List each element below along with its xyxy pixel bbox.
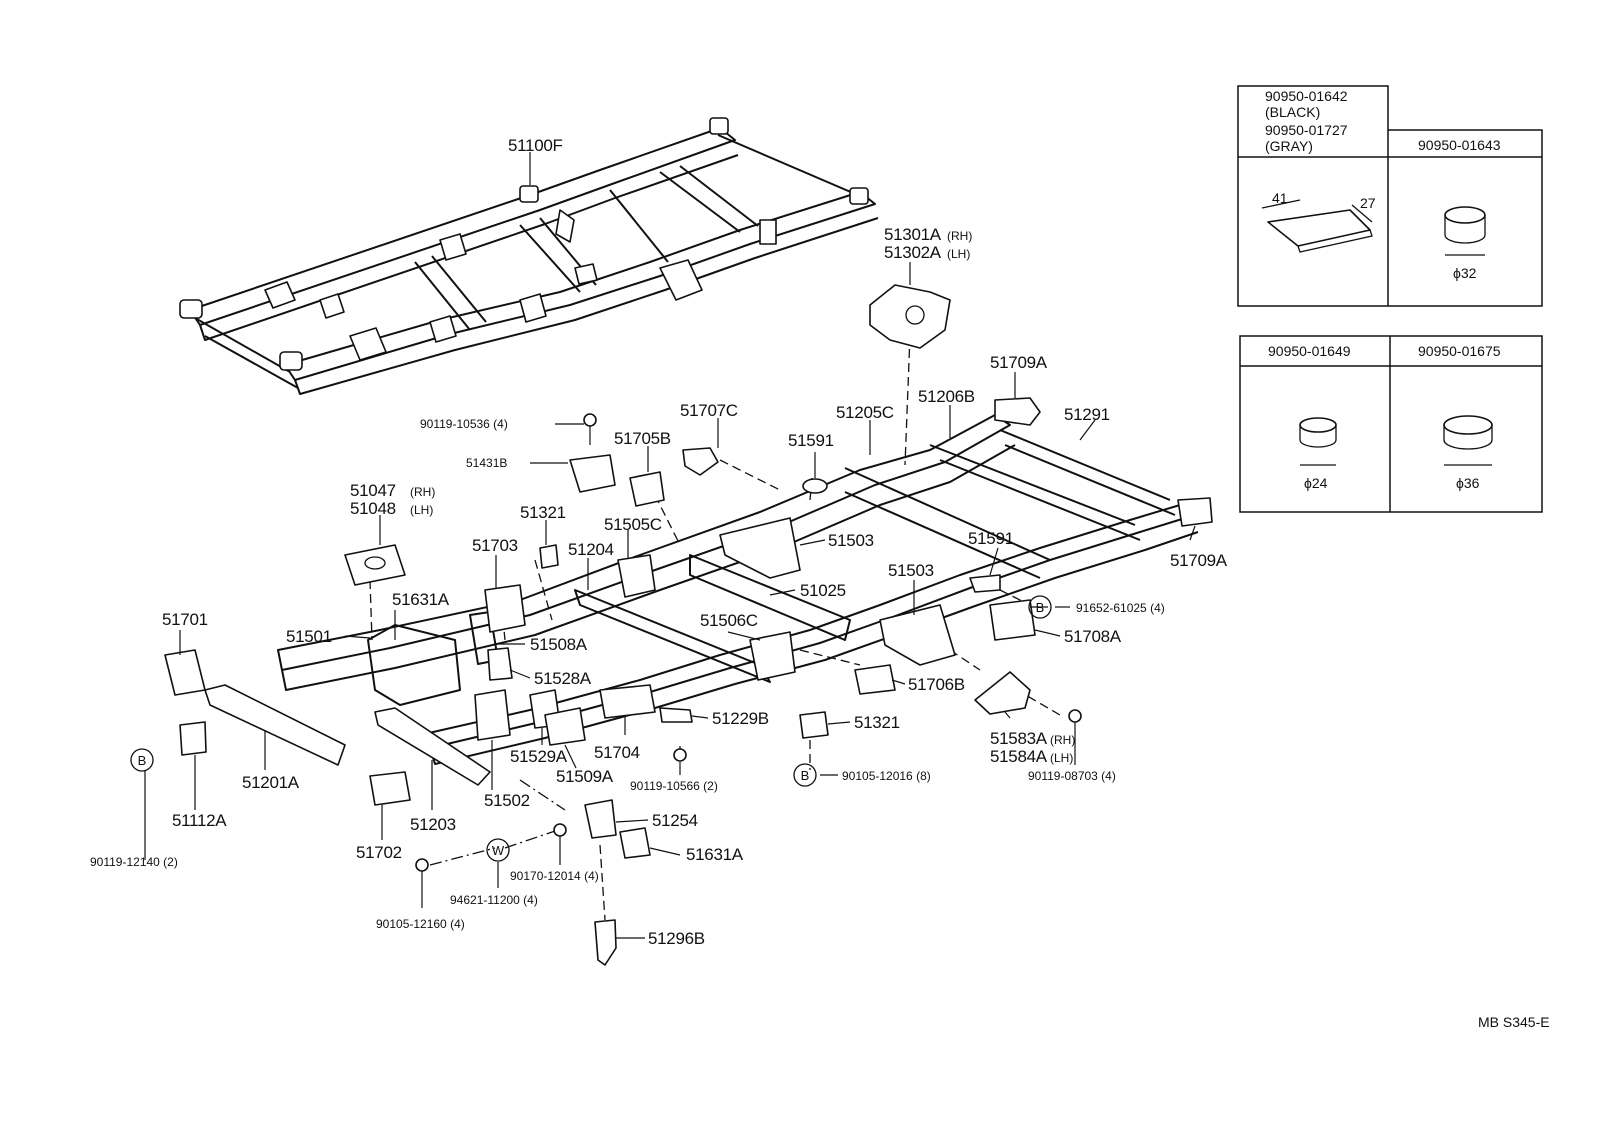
label-90105-12160: 90105-12160 (4) (376, 917, 465, 931)
plug-bottom-cell1: 90950-01649 (1268, 343, 1351, 359)
parts-shapes (164, 284, 1213, 966)
plug-dim-41: 41 (1272, 190, 1288, 206)
plug-bottom-cell2: 90950-01675 (1418, 343, 1501, 359)
marker-b-left-text: B (138, 753, 147, 768)
label-51112A: 51112A (172, 811, 227, 830)
label-51509A: 51509A (556, 767, 614, 786)
footer-code: MB S345-E (1478, 1014, 1550, 1030)
label-51707C: 51707C (680, 401, 738, 420)
plug-top-cell1-line3: 90950-01727 (1265, 122, 1348, 138)
label-51291: 51291 (1064, 405, 1110, 424)
label-51705B: 51705B (614, 429, 671, 448)
marker-w-text: W (492, 843, 505, 858)
markers: B B B W (130, 595, 1052, 862)
label-90119-10566: 90119-10566 (2) (630, 779, 718, 793)
plug-dim-27: 27 (1360, 195, 1376, 211)
label-51302A-note: (LH) (947, 247, 970, 261)
label-51591-right: 51591 (968, 529, 1014, 548)
label-51502: 51502 (484, 791, 530, 810)
plug-dim-36: ϕ36 (1456, 475, 1480, 491)
marker-w (486, 838, 510, 862)
label-51206B: 51206B (918, 387, 975, 406)
label-51706B: 51706B (908, 675, 965, 694)
label-51503-a: 51503 (828, 531, 874, 550)
label-51501: 51501 (286, 627, 332, 646)
label-51702: 51702 (356, 843, 402, 862)
label-51505C: 51505C (604, 515, 662, 534)
plug-top-cell1-line4: (GRAY) (1265, 138, 1313, 154)
part-labels: 51100F 51301A (RH) 51302A (LH) 51709A 90… (90, 136, 1228, 948)
label-51254: 51254 (652, 811, 698, 830)
plug-dim-24: ϕ24 (1304, 475, 1328, 491)
label-51048: 51048 (350, 499, 396, 518)
label-90119-08703: 90119-08703 (4) (1028, 769, 1116, 783)
label-51100F: 51100F (508, 136, 563, 155)
label-51583A: 51583A (990, 729, 1048, 748)
label-51584A: 51584A (990, 747, 1048, 766)
label-51203: 51203 (410, 815, 456, 834)
label-51229B: 51229B (712, 709, 769, 728)
label-90119-12140: 90119-12140 (2) (90, 855, 178, 869)
label-51503-b: 51503 (888, 561, 934, 580)
label-51047: 51047 (350, 481, 396, 500)
label-51431B: 51431B (466, 456, 507, 470)
label-51631A-top: 51631A (392, 590, 450, 609)
label-51301A: 51301A (884, 225, 942, 244)
label-51506C: 51506C (700, 611, 758, 630)
label-51709A-top: 51709A (990, 353, 1048, 372)
label-51321-top: 51321 (520, 503, 566, 522)
plug-top-cell2: 90950-01643 (1418, 137, 1501, 153)
label-90170-12014: 90170-12014 (4) (510, 869, 599, 883)
plug-table-bottom: 90950-01649 90950-01675 ϕ24 ϕ36 (1239, 335, 1543, 513)
marker-b-left (130, 748, 154, 772)
label-51528A: 51528A (534, 669, 592, 688)
label-91652-61025: 91652-61025 (4) (1076, 601, 1165, 615)
label-51709A-right: 51709A (1170, 551, 1228, 570)
label-51048-note: (LH) (410, 503, 433, 517)
label-94621-11200: 94621-11200 (4) (450, 893, 538, 907)
plug-dim-32: ϕ32 (1453, 265, 1477, 281)
frame-assembly-overview (179, 117, 879, 395)
label-51529A: 51529A (510, 747, 568, 766)
label-51631A-bot: 51631A (686, 845, 744, 864)
label-51296B: 51296B (648, 929, 705, 948)
marker-b-mid (793, 763, 817, 787)
label-51591-top: 51591 (788, 431, 834, 450)
marker-b-right-text: B (1036, 600, 1045, 615)
label-51703: 51703 (472, 536, 518, 555)
label-51584A-note: (LH) (1050, 751, 1073, 765)
label-51025: 51025 (800, 581, 846, 600)
label-51701: 51701 (162, 610, 208, 629)
label-51708A: 51708A (1064, 627, 1122, 646)
label-51047-note: (RH) (410, 485, 435, 499)
leader-lines (144, 152, 1196, 939)
marker-b-right (1028, 595, 1052, 619)
label-51508A: 51508A (530, 635, 588, 654)
label-51205C: 51205C (836, 403, 894, 422)
plug-table-top: 90950-01642 (BLACK) 90950-01727 (GRAY) 9… (1237, 85, 1543, 307)
label-51301A-note: (RH) (947, 229, 972, 243)
label-51204: 51204 (568, 540, 614, 559)
label-51201A: 51201A (242, 773, 300, 792)
plug-top-cell1-line1: 90950-01642 (1265, 88, 1348, 104)
label-51302A: 51302A (884, 243, 942, 262)
label-51704: 51704 (594, 743, 640, 762)
marker-b-mid-text: B (801, 768, 810, 783)
label-90105-12016: 90105-12016 (8) (842, 769, 931, 783)
label-51583A-note: (RH) (1050, 733, 1075, 747)
plug-top-cell1-line2: (BLACK) (1265, 104, 1320, 120)
label-90119-10536: 90119-10536 (4) (420, 417, 508, 431)
label-51321-mid: 51321 (854, 713, 900, 732)
